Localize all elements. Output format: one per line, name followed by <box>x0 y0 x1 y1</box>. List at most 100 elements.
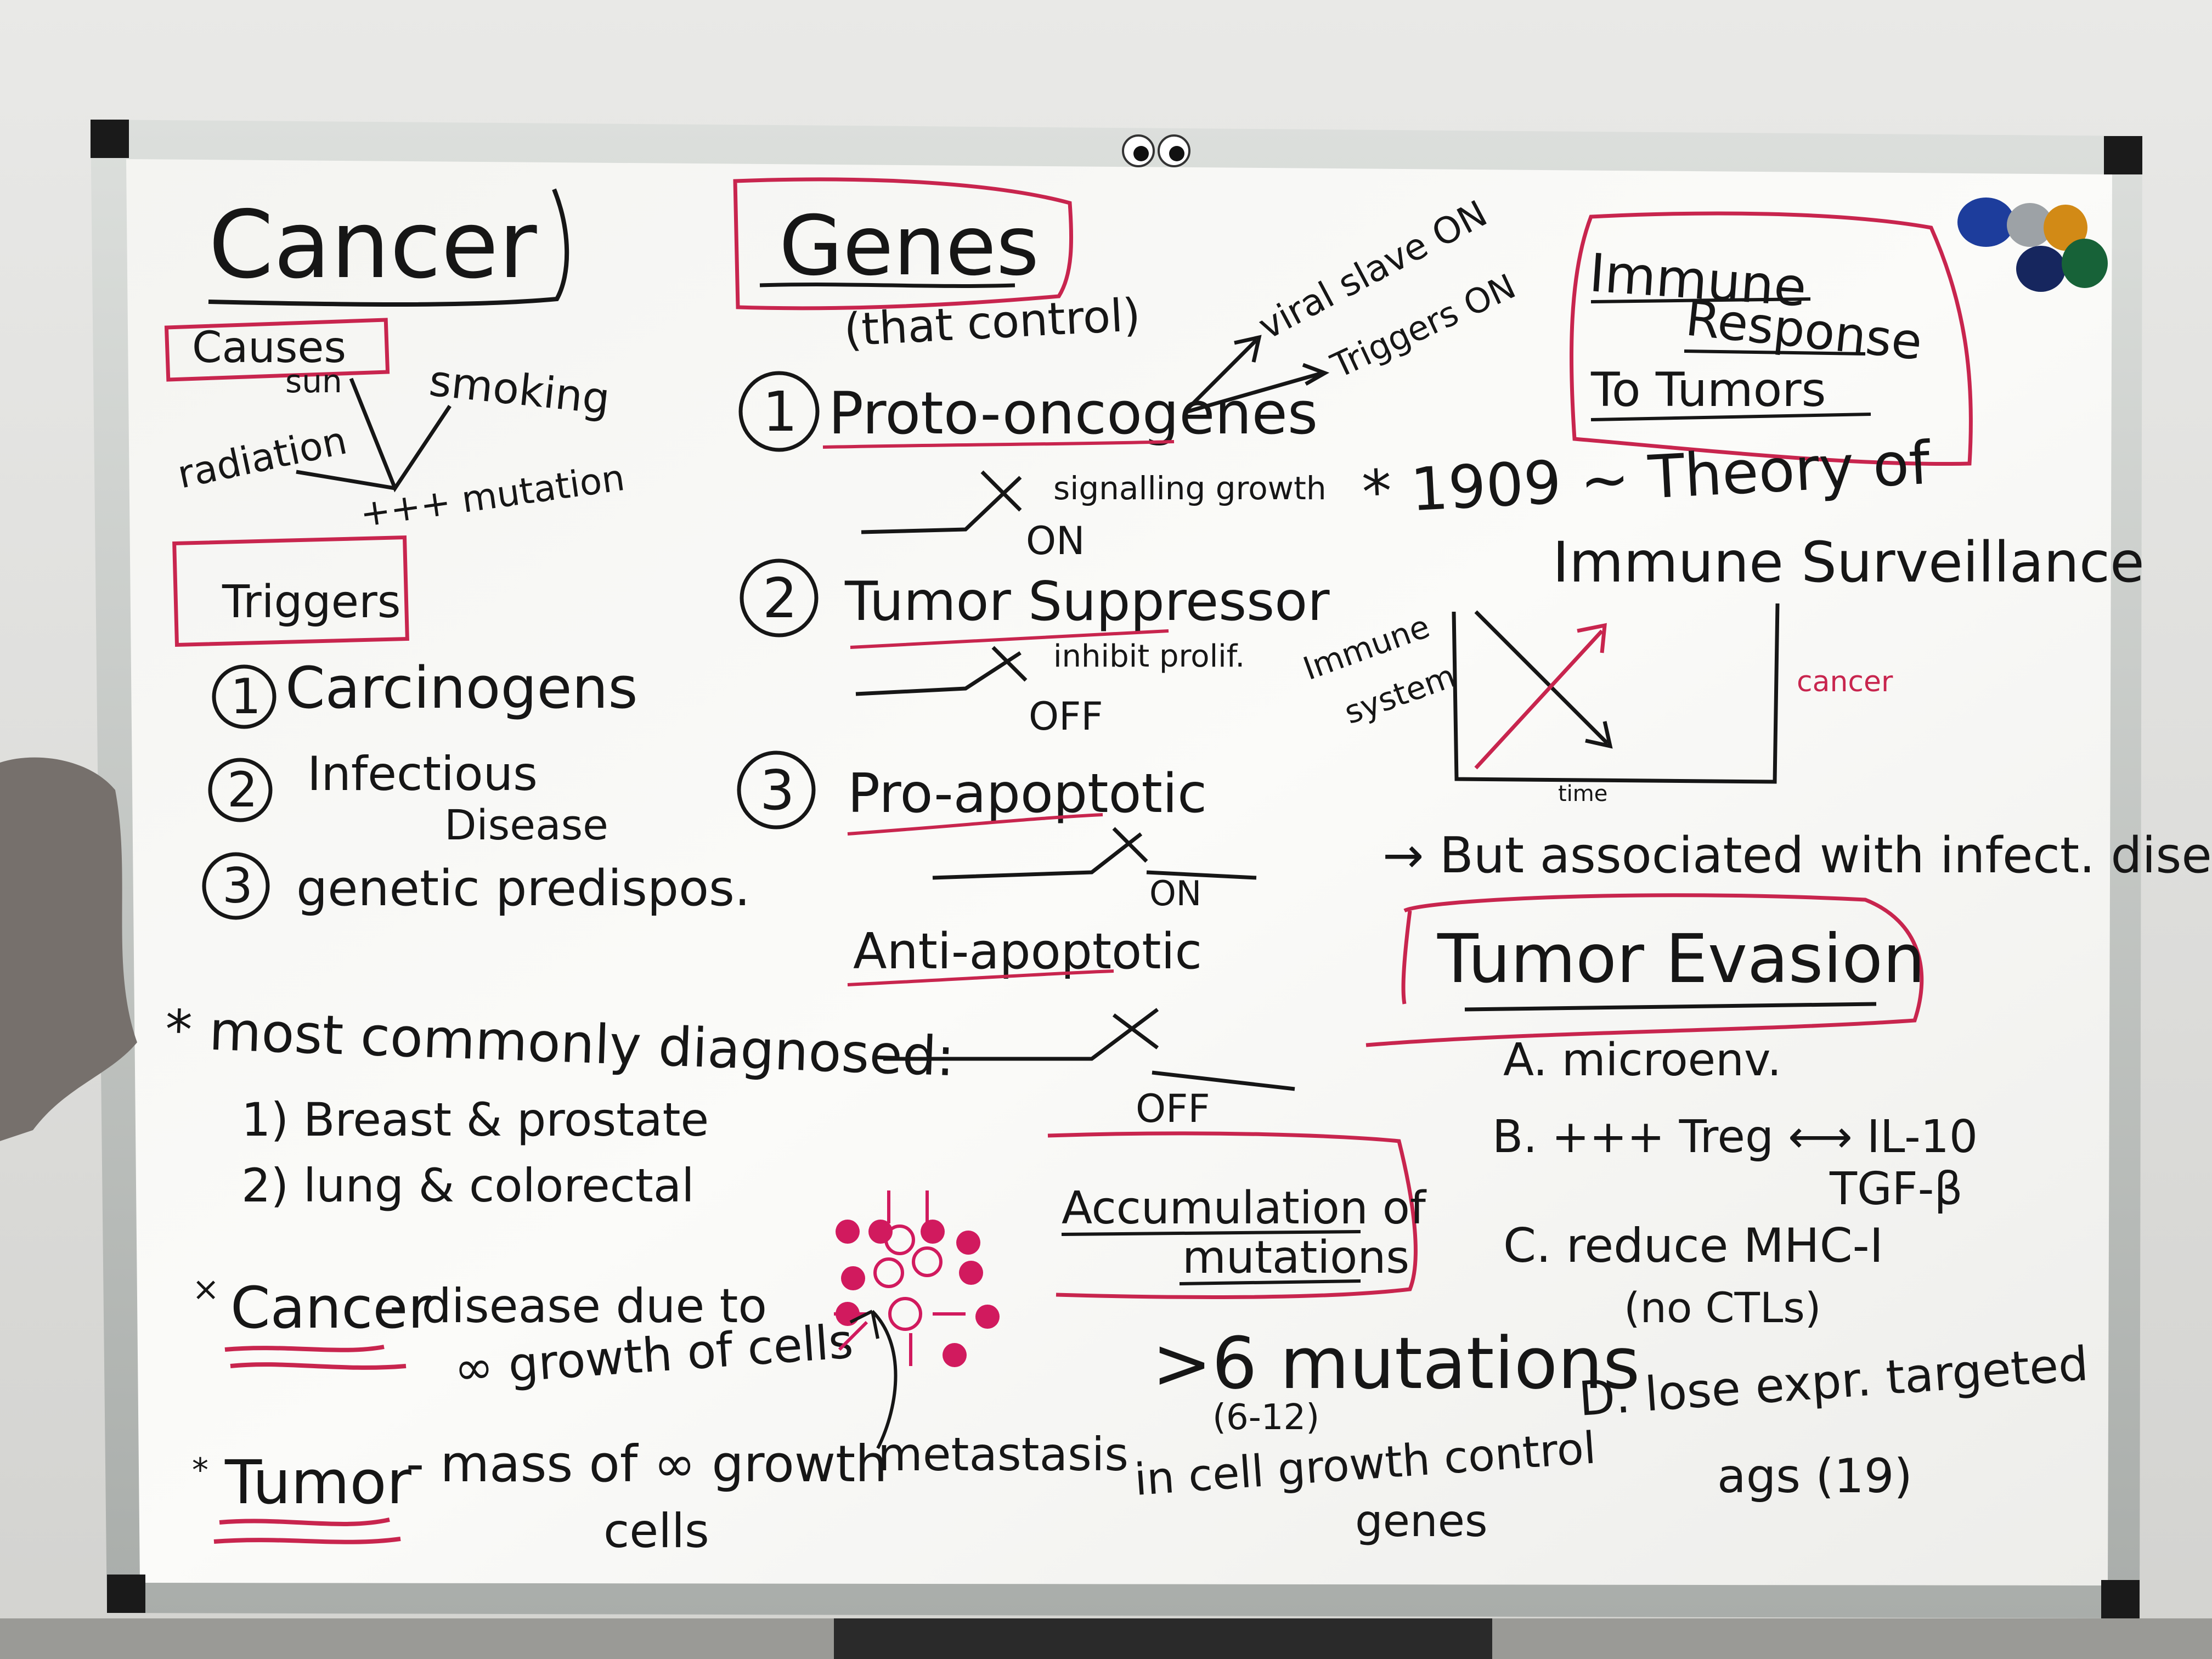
frame-corner <box>107 1575 145 1613</box>
causes-heading: Causes <box>192 323 346 373</box>
trigger-3-text: genetic predispos. <box>296 860 751 917</box>
evasion-c2: (no CTLs) <box>1624 1283 1821 1332</box>
bullet: * <box>192 1451 208 1489</box>
gene-1-note: signalling growth <box>1053 470 1327 507</box>
immune-title-3: To Tumors <box>1590 363 1826 417</box>
genes-box <box>733 177 1074 311</box>
most-common-1: 1) Breast & prostate <box>241 1093 709 1147</box>
cancer-term: Cancer <box>230 1274 431 1341</box>
theory-line-2: Immune Surveillance <box>1553 530 2145 595</box>
genes-underline <box>759 283 1015 288</box>
frame-corner <box>2101 1580 2140 1618</box>
anti-name: Anti-apoptotic <box>853 923 1202 980</box>
gene-3-num: 3 <box>760 758 795 822</box>
gene-2-state: OFF <box>1029 694 1103 739</box>
triggers-box <box>172 535 409 647</box>
cell-cluster-doodle <box>834 1190 1000 1367</box>
metastasis-arrow <box>849 1310 898 1449</box>
immune-underline <box>1590 413 1871 421</box>
anti-underline <box>847 969 1114 986</box>
accumulation-line-2: genes <box>1355 1496 1488 1547</box>
title-cancer: Cancer <box>208 191 537 300</box>
anti-state: OFF <box>1136 1086 1210 1131</box>
evasion-b: B. +++ Treg ⟷ IL-10 <box>1492 1111 1978 1163</box>
gene-2-name: Tumor Suppressor <box>844 571 1330 633</box>
immune-underline <box>1684 349 1866 356</box>
switch-off <box>855 646 1028 696</box>
cancer-def-1: - disease due to <box>390 1279 767 1334</box>
graph-series-cancer: cancer <box>1797 665 1893 698</box>
graph-axes <box>1452 603 1780 784</box>
trigger-num-circle <box>208 758 273 822</box>
magnets <box>1957 198 2108 292</box>
tumor-def-2: cells <box>603 1504 709 1559</box>
cancer-title-underline <box>208 188 569 307</box>
gene-1-underline <box>822 440 1175 449</box>
metastasis-label: metastasis <box>878 1427 1128 1481</box>
gene-1-num: 1 <box>763 380 798 444</box>
trigger-2-text2: Disease <box>444 800 608 849</box>
tumor-term: Tumor <box>224 1447 412 1517</box>
accumulation-underline <box>1061 1230 1361 1236</box>
evasion-box <box>1365 893 1924 1047</box>
switch-on <box>932 827 1257 880</box>
gene-2-note: inhibit prolif. <box>1053 639 1245 674</box>
evasion-underline <box>1464 1002 1877 1012</box>
gene-3-underline <box>847 813 1103 836</box>
but-associated: → But associated with infect. disease <box>1383 827 2212 884</box>
accumulation-range: (6-12) <box>1212 1397 1319 1438</box>
googly-eyes <box>1122 134 1190 167</box>
bullet: × <box>192 1270 219 1308</box>
gene-3-state: ON <box>1149 873 1201 913</box>
evasion-a: A. microenv. <box>1503 1034 1781 1086</box>
board-stand <box>834 1618 1492 1659</box>
trigger-3-num: 3 <box>222 857 253 914</box>
right-column: Immune Response To Tumors * 1909 ~ Theor… <box>1299 211 2212 1504</box>
trigger-1-text: Carcinogens <box>285 654 638 721</box>
gene-1-name: Proto-oncogenes <box>828 380 1318 447</box>
board-surface <box>126 159 2112 1585</box>
causes-box <box>164 318 390 382</box>
switch-on <box>861 470 1022 534</box>
immune-box <box>1569 211 1973 466</box>
frame-corner <box>91 120 129 158</box>
accumulation-title-2: mutations <box>1182 1232 1409 1284</box>
immune-underline <box>1590 297 1811 303</box>
trigger-2-text: Infectious <box>307 747 538 802</box>
causes-arrows <box>296 377 452 493</box>
switch-off <box>883 1008 1295 1091</box>
trigger-2-num: 2 <box>227 761 258 818</box>
graph-immune-line <box>1474 610 1613 749</box>
immune-title-1: Immune <box>1587 242 1808 318</box>
graph-xlabel: time <box>1558 781 1607 806</box>
evasion-title: Tumor Evasion <box>1437 920 1925 998</box>
tumor-def-1: - mass of ∞ growth <box>406 1435 887 1493</box>
trigger-num-circle <box>202 852 270 920</box>
evasion-b2: TGF-β <box>1829 1163 1963 1215</box>
gene-3-name: Pro-apoptotic <box>848 763 1207 825</box>
gene-num-circle <box>738 371 820 452</box>
gene-2-num: 2 <box>763 566 798 630</box>
most-common-2: 2) lung & colorectal <box>241 1159 695 1212</box>
gene-num-circle <box>740 558 819 637</box>
graph-cancer-line <box>1474 623 1607 770</box>
gene-1-state: ON <box>1026 518 1085 563</box>
frame-corner <box>2104 136 2142 174</box>
proto-arrows <box>1186 335 1330 414</box>
accumulation-box <box>1047 1131 1418 1299</box>
triggers-heading: Triggers <box>222 576 401 628</box>
evasion-c: C. reduce MHC-I <box>1503 1218 1883 1273</box>
cancer-term-underline <box>224 1345 407 1370</box>
gene-num-circle <box>737 751 816 830</box>
cause-sun: sun <box>285 363 342 400</box>
cloth <box>0 757 137 1141</box>
accumulation-title-1: Accumulation of <box>1062 1182 1427 1234</box>
tumor-term-underline <box>213 1517 401 1544</box>
trigger-num-circle <box>212 664 276 729</box>
trigger-1-num: 1 <box>230 668 261 725</box>
gene-2-underline <box>850 629 1169 649</box>
evasion-d2: ags (19) <box>1717 1449 1912 1504</box>
genes-title: Genes <box>779 199 1039 294</box>
accumulation-count: >6 mutations <box>1152 1322 1640 1405</box>
